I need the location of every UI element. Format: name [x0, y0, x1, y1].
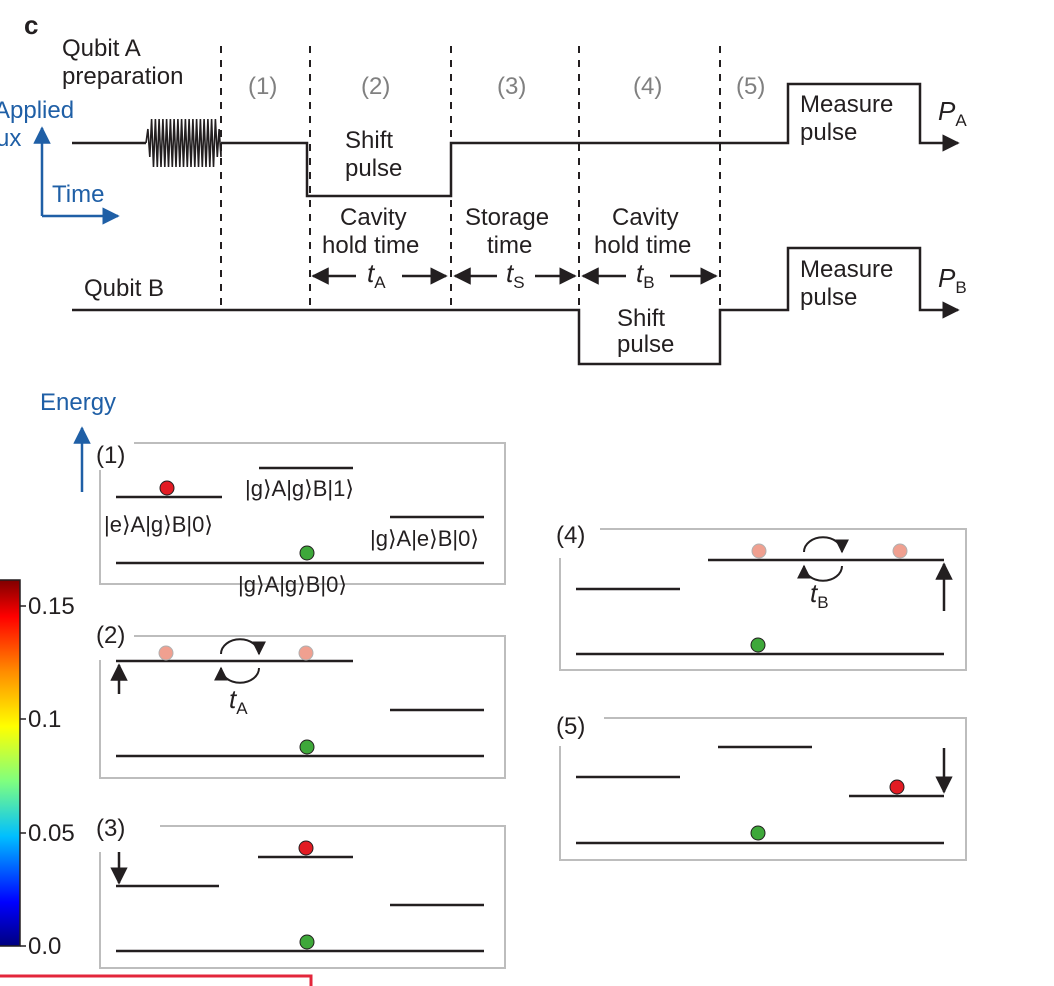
- colorbar-tick-label: 0.05: [28, 820, 75, 847]
- step-label-5: (5): [736, 73, 765, 100]
- colorbar-tick-label: 0.0: [28, 933, 61, 960]
- state-label-g-g-1: |g⟩A|g⟩B|1⟩: [245, 476, 354, 501]
- qubit-b-waveform: [72, 246, 960, 366]
- highlight-border: [0, 974, 313, 986]
- energy-box-frames: [99, 442, 967, 969]
- energy-box-label-2: (2): [96, 622, 125, 649]
- panel-letter: c: [24, 10, 38, 40]
- cavity-hold-b-line2: hold time: [594, 232, 691, 259]
- qubit-a-prep-pulse: [145, 118, 222, 168]
- swap-b-label: tB: [810, 578, 829, 612]
- qubit-b-label: Qubit B: [84, 275, 164, 302]
- t-a-interval-label: tA: [367, 258, 386, 292]
- energy-axis-label: Energy: [40, 389, 116, 416]
- energy-box-label-1: (1): [96, 442, 125, 469]
- p-a-label: PA: [938, 96, 967, 130]
- colorbar-tick-label: 0.15: [28, 593, 75, 620]
- state-label-g-g-0: |g⟩A|g⟩B|0⟩: [238, 572, 347, 597]
- p-b-label: PB: [938, 263, 967, 297]
- qubit-a-waveform: [72, 82, 958, 198]
- energy-box-label-4: (4): [556, 522, 585, 549]
- qubit-a-prep-label-line1: Qubit A: [62, 35, 141, 62]
- level-shift-arrows: [110, 562, 953, 885]
- measure-pulse-b-line1: Measure: [800, 256, 893, 283]
- shift-pulse-b-line2: pulse: [617, 331, 674, 358]
- step-label-2: (2): [361, 73, 390, 100]
- state-label-g-e-0: |g⟩A|e⟩B|0⟩: [370, 526, 479, 551]
- prep-pulse-oscillation: [145, 118, 222, 168]
- swap-arcs: [214, 536, 849, 684]
- measure-pulse-b-line2: pulse: [800, 284, 857, 311]
- state-label-e-g-0: |e⟩A|g⟩B|0⟩: [104, 512, 213, 537]
- population-dots: [158, 480, 908, 950]
- flux-axis-label-line2: ux: [0, 125, 21, 152]
- measure-pulse-a-line2: pulse: [800, 119, 857, 146]
- step-label-1: (1): [248, 73, 277, 100]
- shift-pulse-a-line1: Shift: [345, 127, 393, 154]
- cavity-hold-b-line1: Cavity: [612, 204, 679, 231]
- measure-pulse-a-line1: Measure: [800, 91, 893, 118]
- colorbar: [0, 579, 21, 947]
- step-label-3: (3): [497, 73, 526, 100]
- step-label-4: (4): [633, 73, 662, 100]
- energy-box-label-3: (3): [96, 815, 125, 842]
- storage-time-line2: time: [487, 232, 532, 259]
- time-axis-label: Time: [52, 181, 104, 208]
- t-b-interval-label: tB: [636, 258, 655, 292]
- cavity-hold-a-line2: hold time: [322, 232, 419, 259]
- energy-levels: [116, 466, 944, 953]
- shift-pulse-a-line2: pulse: [345, 155, 402, 182]
- t-s-interval-label: tS: [506, 258, 525, 292]
- cavity-hold-a-line1: Cavity: [340, 204, 407, 231]
- shift-pulse-b-line1: Shift: [617, 305, 665, 332]
- energy-box-label-5: (5): [556, 713, 585, 740]
- colorbar-tick-label: 0.1: [28, 706, 61, 733]
- colorbar-ticks: [20, 605, 26, 947]
- storage-time-line1: Storage: [465, 204, 549, 231]
- swap-a-label: tA: [229, 684, 248, 718]
- qubit-a-prep-label-line2: preparation: [62, 63, 183, 90]
- flux-axis-label-line1: Applied: [0, 97, 74, 124]
